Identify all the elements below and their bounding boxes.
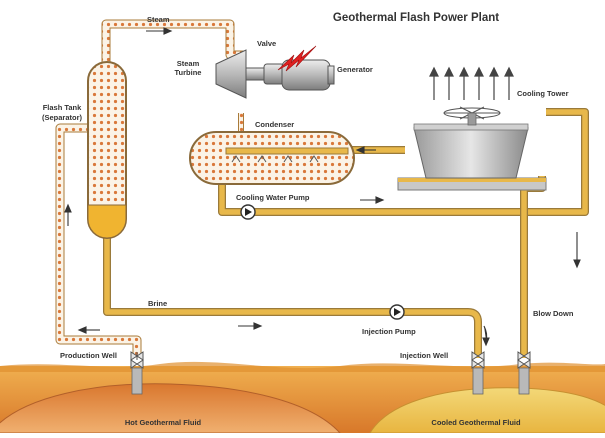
condenser-label: Condenser bbox=[255, 120, 294, 129]
cooling-water-pump-icon bbox=[240, 204, 256, 220]
generator-label: Generator bbox=[337, 65, 373, 74]
blow-down-label: Blow Down bbox=[533, 309, 574, 318]
injection-well-valve-icon bbox=[471, 351, 485, 395]
cooling-tower-basin bbox=[397, 177, 547, 191]
generator bbox=[263, 59, 335, 91]
flash-tank-label-line2: (Separator) bbox=[42, 113, 83, 122]
cooling-tower-label: Cooling Tower bbox=[517, 89, 569, 98]
lightning-bolt-icon bbox=[277, 45, 317, 72]
brine-label: Brine bbox=[148, 299, 167, 308]
flash-tank bbox=[87, 61, 127, 239]
steam-turbine-label-line2: Turbine bbox=[175, 68, 202, 77]
flow-arrows bbox=[64, 27, 581, 347]
diagram-title: Geothermal Flash Power Plant bbox=[333, 12, 499, 24]
blow-down-well-valve-icon bbox=[517, 351, 531, 395]
flash-tank-label-line1: Flash Tank bbox=[43, 103, 82, 112]
cooled-geothermal-fluid-label: Cooled Geothermal Fluid bbox=[431, 418, 521, 427]
steam-output-arrows bbox=[429, 66, 514, 100]
steam-turbine-label-line1: Steam bbox=[177, 59, 200, 68]
hot-reservoir bbox=[0, 383, 342, 434]
steam-turbine bbox=[215, 49, 267, 99]
production-well-label: Production Well bbox=[60, 351, 117, 360]
injection-well-label: Injection Well bbox=[400, 351, 448, 360]
injection-pump-label: Injection Pump bbox=[362, 327, 416, 336]
production-well-valve-icon bbox=[130, 351, 144, 395]
valve-label: Valve bbox=[257, 39, 276, 48]
cooling-tower bbox=[413, 106, 529, 179]
cooling-water-pump-label: Cooling Water Pump bbox=[236, 193, 310, 202]
hot-geothermal-fluid-label: Hot Geothermal Fluid bbox=[125, 418, 202, 427]
injection-pump-icon bbox=[389, 304, 405, 320]
condenser bbox=[189, 131, 355, 185]
steam-label: Steam bbox=[147, 15, 170, 24]
